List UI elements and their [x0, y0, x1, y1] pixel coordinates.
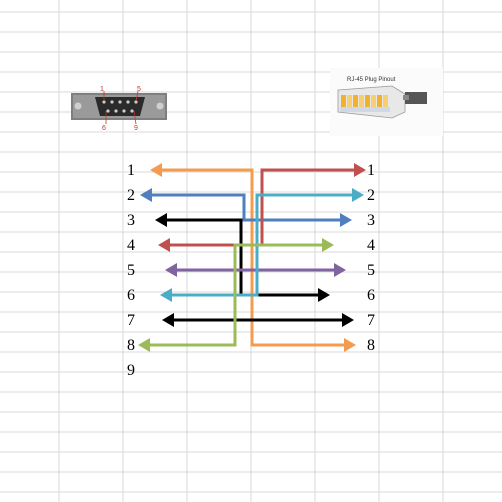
right-pin-label: 1 [367, 162, 375, 179]
wire-arrowhead [155, 213, 167, 227]
left-pin-label: 6 [127, 287, 135, 304]
wire-arrowhead [140, 188, 152, 202]
right-pin-label: 2 [367, 187, 375, 204]
wire-arrowhead [318, 288, 330, 302]
wire-arrowhead [340, 213, 352, 227]
wire-orange [160, 168, 346, 347]
db9-pin-label: 5 [137, 86, 141, 93]
right-pin-labels: 1 2 3 4 5 6 7 8 [367, 162, 375, 354]
wire-arrowhead [354, 163, 366, 177]
db9-pin-label: 9 [134, 125, 138, 132]
left-pin-label: 1 [127, 162, 135, 179]
wire-arrowhead [138, 338, 150, 352]
wire-arrowhead [162, 313, 174, 327]
wire-arrowhead [160, 288, 172, 302]
right-pin-label: 7 [367, 312, 375, 329]
left-pin-label: 8 [127, 337, 135, 354]
db9-pin-label: 1 [100, 86, 104, 93]
wire-arrowhead [322, 238, 334, 252]
left-pin-label: 3 [127, 212, 135, 229]
left-pin-label: 4 [127, 237, 135, 254]
wire-arrowhead [150, 163, 162, 177]
wire-layer [138, 163, 366, 352]
left-pin-labels: 1 2 3 4 5 6 7 8 9 [127, 162, 135, 379]
left-pin-label: 2 [127, 187, 135, 204]
right-pin-label: 4 [367, 237, 375, 254]
wire-arrowhead [334, 263, 346, 277]
db9-pin-label: 6 [102, 125, 106, 132]
wire-arrowhead [352, 188, 364, 202]
wire-arrowhead [344, 338, 356, 352]
rj45-title: RJ-45 Plug Pinout [347, 77, 396, 83]
right-pin-label: 6 [367, 287, 375, 304]
wire-arrowhead [158, 238, 170, 252]
wire-blue [150, 193, 342, 222]
wire-black [165, 218, 320, 297]
right-pin-label: 3 [367, 212, 375, 229]
right-pin-label: 8 [367, 337, 375, 354]
db9-connector-image: 1 5 6 9 [71, 86, 167, 132]
left-pin-label: 7 [127, 312, 135, 329]
wire-red [168, 168, 356, 247]
wire-arrowhead [342, 313, 354, 327]
right-pin-label: 5 [367, 262, 375, 279]
left-pin-label: 9 [127, 362, 135, 379]
left-pin-label: 5 [127, 262, 135, 279]
rj45-plug-image: RJ-45 Plug Pinout *8 [330, 68, 443, 136]
wire-arrowhead [165, 263, 177, 277]
wire-green [148, 243, 324, 347]
